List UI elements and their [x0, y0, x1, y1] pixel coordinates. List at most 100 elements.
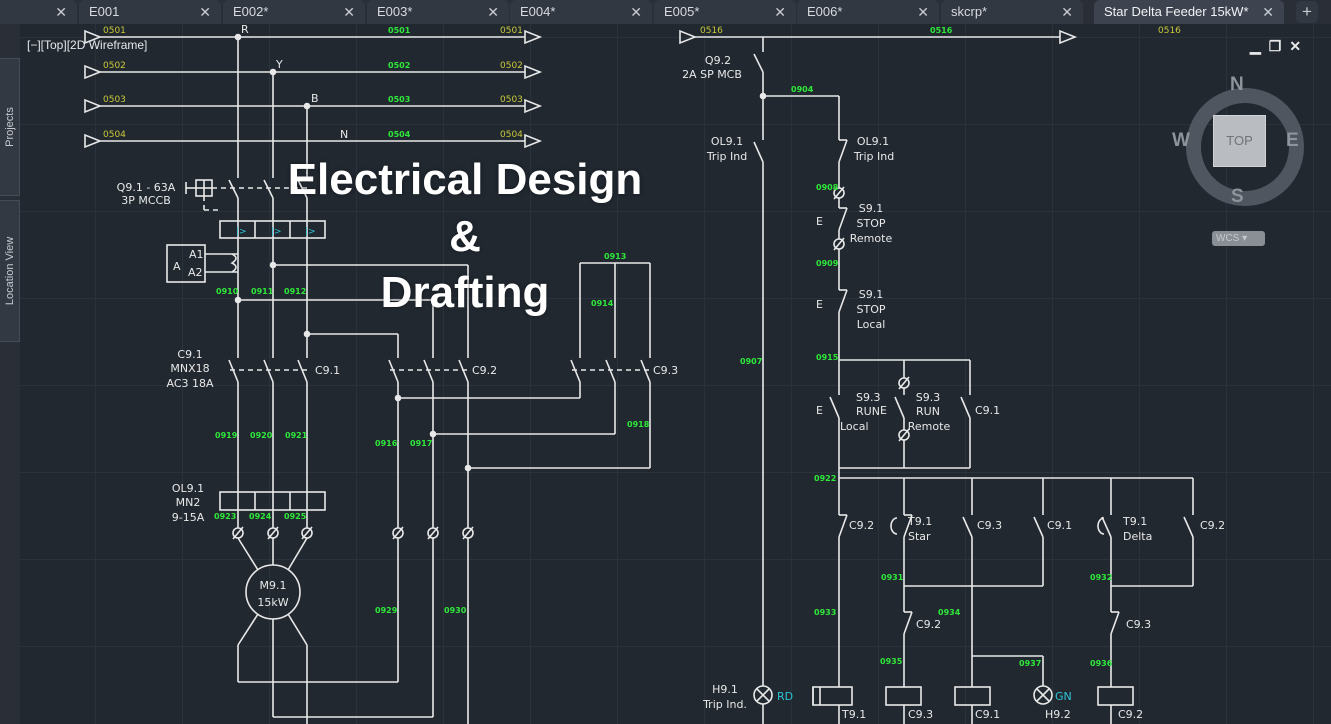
contact-nc [838, 289, 848, 313]
viewcube-top-face[interactable]: TOP [1213, 115, 1266, 167]
run-remote-label: Remote [908, 420, 951, 433]
new-tab-button[interactable]: + [1296, 1, 1318, 23]
tab-label: E006* [807, 4, 843, 19]
projects-panel-tab[interactable]: Projects [0, 58, 20, 196]
tab-close-icon[interactable]: ✕ [630, 4, 642, 20]
close-icon[interactable]: ✕ [1289, 38, 1302, 54]
contact-no [753, 141, 764, 163]
terminal-icon [392, 526, 404, 540]
location-view-panel-tab[interactable]: Location View [0, 200, 20, 342]
tab-close-icon[interactable]: ✕ [55, 4, 67, 20]
bus-label: 0516 [700, 26, 723, 36]
viewcube[interactable]: TOP N S E W [1172, 74, 1304, 207]
contactor-label: AC3 18A [166, 377, 214, 390]
wire-number: 0907 [740, 357, 762, 366]
bus-label: 0504 [500, 130, 523, 140]
lamp-label: H9.1 [712, 683, 738, 696]
junction-dot [269, 261, 277, 269]
timer-delta-label: Delta [1123, 530, 1152, 543]
junction-dot [464, 464, 472, 472]
wire [287, 537, 308, 571]
trip-unit-mark: |> [236, 227, 247, 237]
aux-link [230, 253, 237, 273]
wire-number: 0916 [375, 439, 398, 448]
junction-dot [234, 296, 242, 304]
minimize-icon[interactable]: ▁ [1250, 38, 1261, 54]
wire-number: 0920 [250, 431, 273, 440]
terminal-icon [898, 376, 910, 390]
pushbutton-mark: E [880, 404, 887, 417]
compass-north[interactable]: N [1230, 74, 1244, 95]
wire-number: 0931 [881, 573, 904, 582]
terminal-icon [267, 526, 279, 540]
contact-no [297, 359, 308, 383]
tab-close-icon[interactable]: ✕ [917, 4, 929, 20]
wire-number: 0934 [938, 608, 961, 617]
overlay-title-line3: Drafting [380, 268, 550, 317]
run-local-label: S9.3 [856, 391, 880, 404]
terminal-icon [898, 428, 910, 442]
stop-local-label: STOP [857, 303, 886, 316]
overload-label: MN2 [176, 496, 201, 509]
wire-number: 0913 [604, 252, 626, 261]
contact-nc [1110, 611, 1120, 635]
contactor-label: C9.2 [472, 364, 497, 377]
terminal-icon [427, 526, 439, 540]
lamp-color-label: RD [777, 690, 793, 703]
coil-label: C9.3 [908, 708, 933, 721]
wire-number: 0909 [816, 259, 839, 268]
coil-icon [885, 686, 922, 706]
contact-no [753, 53, 764, 73]
wire-number: 0918 [627, 420, 650, 429]
wire-number: 0930 [444, 606, 467, 615]
contactor-label: MNX18 [170, 362, 209, 375]
wire-number: 0922 [814, 474, 836, 483]
tab-close-icon[interactable]: ✕ [487, 4, 499, 20]
trip-unit [219, 220, 326, 239]
bus-label: 0501 [103, 26, 126, 36]
tab-close-icon[interactable]: ✕ [199, 4, 211, 20]
tab-close-icon[interactable]: ✕ [1262, 4, 1274, 20]
viewport-controls-label[interactable]: [−][Top][2D Wireframe] [27, 38, 148, 52]
tab-e004[interactable]: E004*✕ [510, 0, 652, 24]
ol-contact-label: OL9.1 [857, 135, 889, 148]
wire-number: 0932 [1090, 573, 1112, 582]
pushbutton-mark: E [816, 298, 823, 311]
wire-number: 0923 [214, 512, 236, 521]
coil-icon [1097, 686, 1134, 706]
tab-close-icon[interactable]: ✕ [343, 4, 355, 20]
tab-close-icon[interactable]: ✕ [774, 4, 786, 20]
bus-label: 0504 [103, 130, 126, 140]
terminal-icon [833, 237, 845, 251]
ucs-dropdown[interactable]: WCS ▾ [1212, 231, 1265, 246]
tab-e002[interactable]: E002* ✕ [223, 0, 365, 24]
contact-nc [838, 139, 848, 163]
compass-south[interactable]: S [1231, 186, 1244, 207]
aux-box-label: A [173, 260, 181, 273]
timer-contact-icon [890, 517, 898, 535]
phase-label: N [340, 128, 348, 141]
stop-local-label: S9.1 [859, 288, 883, 301]
restore-icon[interactable]: ❐ [1268, 38, 1282, 54]
compass-east[interactable]: E [1286, 130, 1299, 151]
motor-label: 15kW [257, 596, 288, 609]
tab-label: E002* [233, 4, 269, 19]
tab-e001[interactable]: E001✕ [79, 0, 221, 24]
tab-skcrp[interactable]: skcrp*✕ [941, 0, 1083, 24]
overload-label: OL9.1 [172, 482, 204, 495]
tab-e003[interactable]: E003*✕ [367, 0, 509, 24]
coil-label: C9.2 [1118, 708, 1143, 721]
compass-west[interactable]: W [1172, 130, 1190, 151]
contact-no [640, 359, 651, 383]
aux-a1-label: A1 [189, 248, 204, 261]
timer-star-label: Star [908, 530, 931, 543]
terminal-icon [833, 186, 845, 200]
tab-hidden[interactable]: ✕ [0, 0, 77, 24]
contact-no [960, 396, 971, 419]
tab-close-icon[interactable]: ✕ [1061, 4, 1073, 20]
tab-e006[interactable]: E006* ✕ [797, 0, 939, 24]
tab-star-delta-feeder[interactable]: Star Delta Feeder 15kW*✕ [1094, 0, 1284, 24]
tab-e005[interactable]: E005*✕ [654, 0, 796, 24]
mccb-label: 3P MCCB [121, 194, 171, 207]
wire-number: 0935 [880, 657, 903, 666]
